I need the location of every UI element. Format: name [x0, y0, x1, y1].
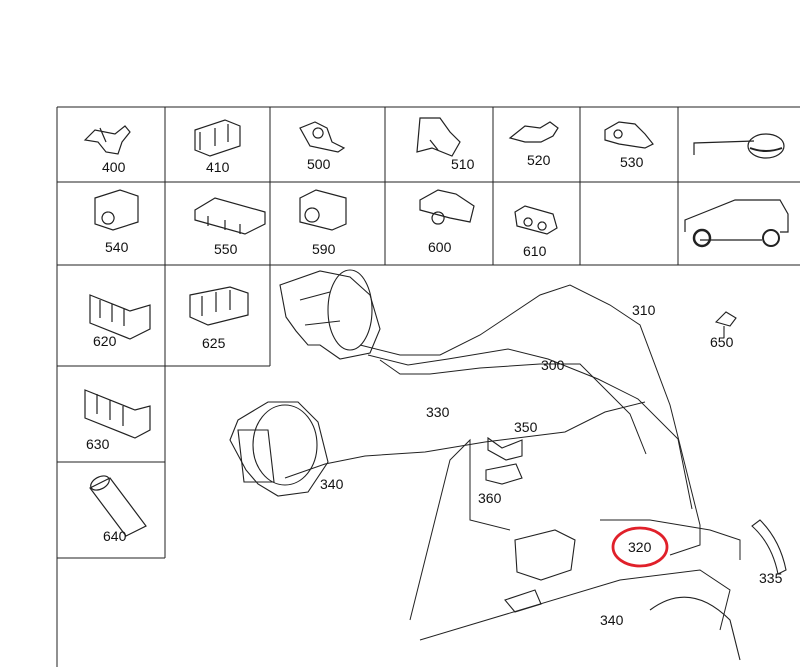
label-610[interactable]: 610 — [523, 243, 547, 259]
hose-335 — [751, 519, 787, 575]
label-410[interactable]: 410 — [206, 159, 230, 175]
callout-340-upper[interactable]: 340 — [320, 476, 344, 492]
callout-340-lower[interactable]: 340 — [600, 612, 624, 628]
callout-335[interactable]: 335 — [759, 570, 783, 586]
clip-630-icon — [84, 389, 151, 439]
clip-520-icon — [508, 121, 559, 143]
clip-500-icon — [299, 121, 346, 153]
callout-360[interactable]: 360 — [478, 490, 502, 506]
highlight-circle — [611, 526, 669, 568]
callout-310[interactable]: 310 — [632, 302, 656, 318]
label-550[interactable]: 550 — [214, 241, 238, 257]
callout-350[interactable]: 350 — [514, 419, 538, 435]
label-520[interactable]: 520 — [527, 152, 551, 168]
valve-unit — [504, 529, 576, 613]
clip-510-icon — [416, 117, 461, 157]
bracket-350 — [487, 436, 523, 461]
label-625[interactable]: 625 — [202, 335, 226, 351]
label-630[interactable]: 630 — [86, 436, 110, 452]
clip-400-icon — [83, 125, 131, 155]
clip-600-icon — [419, 189, 475, 225]
label-510[interactable]: 510 — [451, 156, 475, 172]
label-590[interactable]: 590 — [312, 241, 336, 257]
clip-625-icon — [189, 286, 249, 326]
label-540[interactable]: 540 — [105, 239, 129, 255]
label-500[interactable]: 500 — [307, 156, 331, 172]
clip-410-icon — [194, 119, 241, 157]
bolt-650 — [714, 311, 737, 338]
vehicle-icon — [684, 199, 789, 241]
label-600[interactable]: 600 — [428, 239, 452, 255]
clip-530-icon — [604, 121, 654, 149]
callout-650[interactable]: 650 — [710, 334, 734, 350]
label-640[interactable]: 640 — [103, 528, 127, 544]
master-cylinder — [279, 270, 381, 360]
callout-330[interactable]: 330 — [426, 404, 450, 420]
callout-320[interactable]: 320 — [628, 539, 652, 555]
callout-300[interactable]: 300 — [541, 357, 565, 373]
bracket-360 — [485, 463, 523, 485]
clip-540-icon — [94, 189, 139, 231]
tube-640-icon — [89, 477, 147, 537]
label-400[interactable]: 400 — [102, 159, 126, 175]
brake-line-icon — [693, 140, 755, 155]
clip-590-icon — [299, 189, 347, 231]
label-530[interactable]: 530 — [620, 154, 644, 170]
brake-disc — [229, 401, 329, 497]
clip-550-icon — [194, 197, 266, 235]
clip-620-icon — [89, 294, 151, 340]
main-drawing — [229, 269, 787, 661]
thumbnail-icons — [83, 117, 789, 537]
clip-610-icon — [514, 205, 558, 235]
label-620[interactable]: 620 — [93, 333, 117, 349]
